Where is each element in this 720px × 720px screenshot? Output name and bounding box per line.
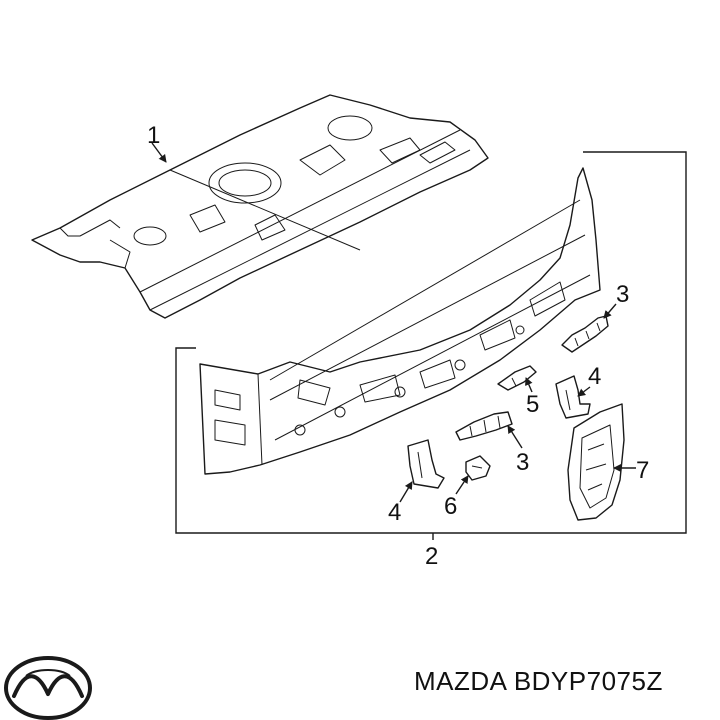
mazda-logo <box>4 656 92 720</box>
bracket-4-left <box>407 439 445 489</box>
bracket-6 <box>465 455 491 481</box>
part-caption: MAZDA BDYP7075Z <box>414 666 663 697</box>
rear-floor-pan <box>31 94 489 319</box>
callout-7: 7 <box>636 457 649 484</box>
callout-4-left: 4 <box>388 499 401 526</box>
bracket-3-upper <box>561 315 609 353</box>
leader-lines <box>151 142 636 540</box>
bracket-5 <box>497 365 537 391</box>
callout-4-right: 4 <box>588 363 601 390</box>
callout-6: 6 <box>444 493 457 520</box>
callout-5: 5 <box>526 391 539 418</box>
part-number: BDYP7075Z <box>513 666 663 696</box>
callout-2: 2 <box>425 543 438 570</box>
brand-name: MAZDA <box>414 666 507 696</box>
callout-3-upper: 3 <box>616 281 629 308</box>
assembly-frame <box>175 151 687 534</box>
bracket-3-lower <box>455 411 513 441</box>
callout-1: 1 <box>147 122 160 149</box>
rear-end-panel <box>199 167 601 475</box>
callout-3-lower: 3 <box>516 449 529 476</box>
side-member-7 <box>567 403 625 521</box>
bracket-4-right <box>555 375 591 419</box>
